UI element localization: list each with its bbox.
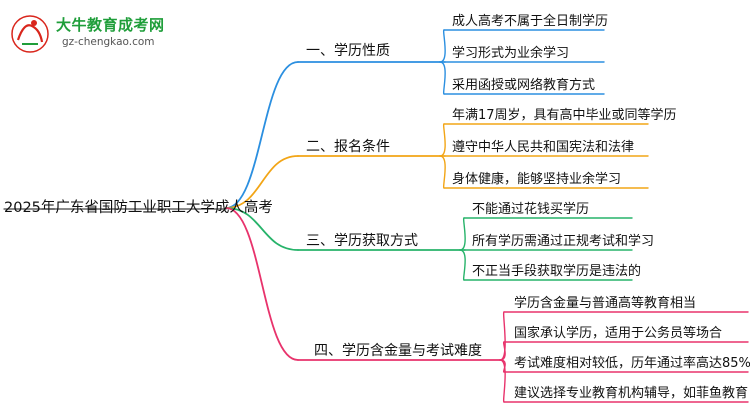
branch-1-leaf-1-connector (439, 29, 446, 63)
branch-3-connector (225, 207, 299, 251)
branch-2-leaf-3-connector (439, 155, 446, 189)
branch-4-leaf-2: 国家承认学历，适用于公务员等场合 (514, 326, 723, 341)
branch-4-leaf-1-connector (499, 311, 506, 361)
branch-3-leaf-3-connector (459, 249, 466, 281)
logo-title: 大牛教育成考网 (56, 16, 165, 34)
branch-1-leaf-2: 学习形式为业余学习 (452, 46, 570, 61)
branch-2-leaf-3: 身体健康，能够坚持业余学习 (452, 172, 622, 187)
branch-3-leaf-1: 不能通过花钱买学历 (472, 202, 590, 217)
site-logo[interactable]: 大牛教育成考网 gz-chengkao.com (6, 10, 176, 54)
branch-1-connector (225, 61, 299, 209)
branch-3-leaf-1-connector (459, 217, 466, 251)
branch-1-label: 一、学历性质 (306, 43, 390, 59)
branch-4-leaf-3: 考试难度相对较低，历年通过率高达85%以上 (514, 356, 750, 371)
branch-2-connector (225, 155, 299, 209)
branch-2-label: 二、报名条件 (306, 139, 390, 155)
branch-1-leaf-3-connector (439, 61, 446, 95)
branch-2-leaf-1: 年满17周岁，具有高中毕业或同等学历 (452, 108, 677, 123)
branch-3-leaf-3: 不正当手段获取学历是违法的 (472, 264, 642, 279)
branch-4-connector (225, 207, 299, 361)
branch-3-label: 三、学历获取方式 (306, 233, 418, 249)
branch-3-leaf-2: 所有学历需通过正规考试和学习 (472, 234, 655, 249)
branch-4-leaf-4: 建议选择专业教育机构辅导，如菲鱼教育 (514, 386, 749, 401)
branch-1-leaf-3: 采用函授或网络教育方式 (452, 78, 596, 93)
branch-1-leaf-1: 成人高考不属于全日制学历 (452, 14, 609, 29)
branch-4-leaf-1: 学历含金量与普通高等教育相当 (514, 296, 697, 311)
branch-2-leaf-2: 遵守中华人民共和国宪法和法律 (452, 140, 635, 155)
branch-4-leaf-4-connector (499, 359, 506, 403)
root-topic: 2025年广东省国防工业职工大学成人高考 (4, 200, 273, 216)
branch-4-label: 四、学历含金量与考试难度 (314, 343, 482, 359)
logo-mark-icon (11, 15, 49, 53)
branch-2-leaf-1-connector (439, 123, 446, 157)
logo-url: gz-chengkao.com (62, 36, 155, 48)
